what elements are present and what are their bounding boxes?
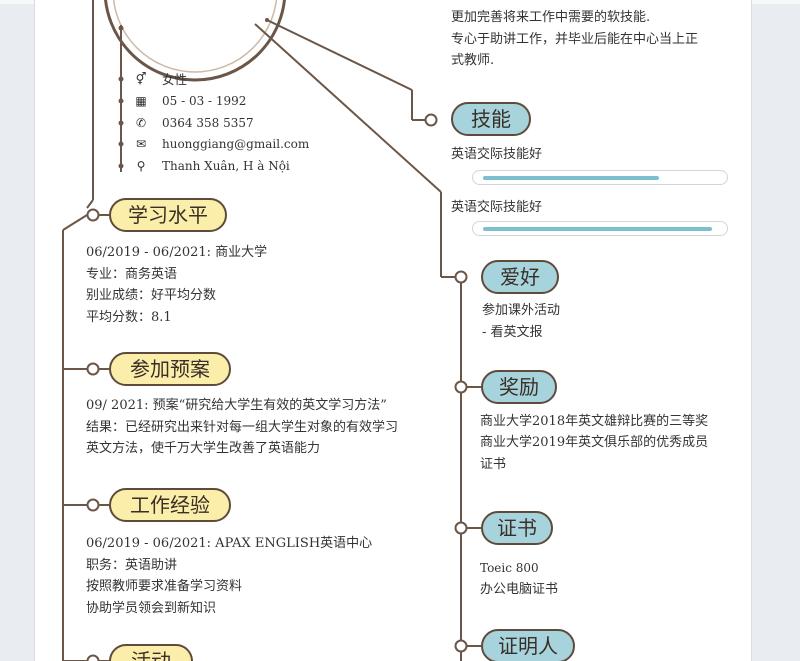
section-title-work: 工作经验 xyxy=(109,488,231,522)
intro-line-3: 式教师. xyxy=(451,53,495,68)
awards-line-1: 商业大学2018年英文雄辩比赛的三等奖 xyxy=(480,414,709,429)
avatar-frame-arc xyxy=(104,0,286,82)
education-line-1: 06/2019 - 06/2021: 商业大学 xyxy=(86,245,268,260)
section-title-activity: 活动 xyxy=(109,644,193,661)
phone-icon: ✆ xyxy=(135,116,147,130)
skill-bar-fill-2 xyxy=(483,227,712,231)
skill-label-1: 英语交际技能好 xyxy=(451,147,543,162)
section-title-project: 参加预案 xyxy=(109,352,231,386)
project-line-3: 英文方法，使千万大学生改善了英语能力 xyxy=(86,441,321,456)
awards-line-3: 证书 xyxy=(480,457,507,472)
section-title-certificates: 证书 xyxy=(481,511,553,545)
awards-line-2: 商业大学2019年英文俱乐部的优秀成员 xyxy=(480,435,709,450)
contact-birthday: 05 - 03 - 1992 xyxy=(162,94,247,108)
timeline-connectors xyxy=(62,0,481,661)
certificates-line-2: 办公电脑证书 xyxy=(480,582,559,597)
skill-label-2: 英语交际技能好 xyxy=(451,200,543,215)
education-line-3: 别业成绩：好平均分数 xyxy=(86,288,217,303)
section-title-education: 学习水平 xyxy=(109,198,227,232)
intro-line-2: 专心于助讲工作，并毕业后能在中心当上正 xyxy=(451,32,699,47)
gender-icon: ⚥ xyxy=(135,72,147,86)
left-gutter xyxy=(0,0,34,661)
location-icon: ⚲ xyxy=(136,159,146,173)
calendar-icon: ▦ xyxy=(135,94,147,108)
work-line-4: 协助学员领会到新知识 xyxy=(86,601,217,616)
hobbies-line-1: 参加课外活动 xyxy=(482,303,561,318)
contact-address: Thanh Xuân, H à Nội xyxy=(162,159,290,173)
education-line-2: 专业：商务英语 xyxy=(86,267,178,282)
resume-page[interactable]: 更加完善将来工作中需要的软技能. 专心于助讲工作，并毕业后能在中心当上正 式教师… xyxy=(34,0,752,661)
contact-phone: 0364 358 5357 xyxy=(162,116,254,130)
hobbies-line-2: - 看英文报 xyxy=(482,325,543,340)
email-icon: ✉ xyxy=(135,137,147,151)
section-title-skills: 技能 xyxy=(451,102,531,136)
certificates-line-1: Toeic 800 xyxy=(480,561,539,575)
work-line-1: 06/2019 - 06/2021: APAX ENGLISH英语中心 xyxy=(86,536,373,551)
skill-bar-2 xyxy=(472,221,728,236)
section-title-awards: 奖励 xyxy=(481,370,557,404)
section-title-hobbies: 爱好 xyxy=(481,260,559,294)
work-line-3: 按照教师要求准备学习资料 xyxy=(86,579,243,594)
section-title-references: 证明人 xyxy=(481,629,575,661)
education-line-4: 平均分数：8.1 xyxy=(86,310,172,325)
skill-bar-1 xyxy=(472,170,728,185)
project-line-2: 结果：已经研究出来针对每一组大学生对象的有效学习 xyxy=(86,420,399,435)
contact-email[interactable]: huonggiang@gmail.com xyxy=(162,137,310,151)
project-line-1: 09/ 2021: 预案“研究给大学生有效的英文学习方法” xyxy=(86,398,387,413)
contact-gender: 女性 xyxy=(162,72,188,87)
work-line-2: 职务：英语助讲 xyxy=(86,558,178,573)
skill-bar-fill-1 xyxy=(483,176,659,180)
right-gutter xyxy=(752,0,800,661)
intro-line-1: 更加完善将来工作中需要的软技能. xyxy=(451,10,651,25)
